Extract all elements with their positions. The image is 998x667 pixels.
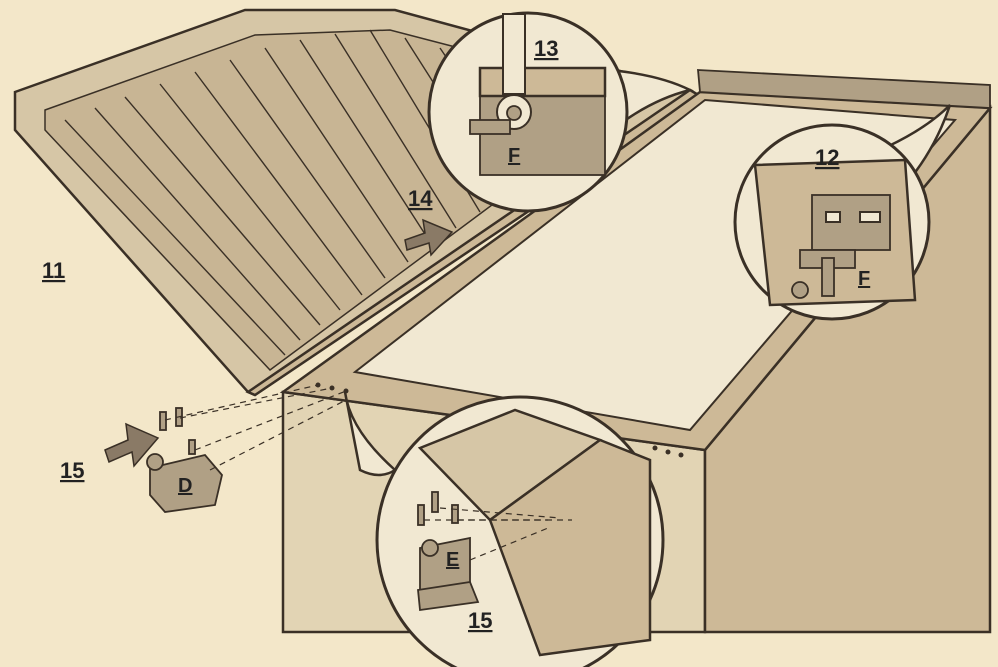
- hinge-e-dashed-guides: [424, 507, 572, 561]
- hinge-pin-shaft: [469, 119, 511, 135]
- hinge-d-dashed-guides: [164, 384, 347, 471]
- label-part-d: D: [178, 475, 192, 497]
- callout-15-cabinet-corner: [488, 438, 652, 657]
- label-step-15-bottom: 15: [468, 608, 492, 633]
- hinge-e-base: [417, 581, 480, 612]
- label-step-14: 14: [408, 186, 433, 211]
- label-part-e: E: [446, 549, 459, 571]
- hinge-pin-f-top: [506, 105, 522, 121]
- hinge-d-bracket: [149, 453, 223, 513]
- hinge-pin-f-right: [821, 257, 835, 297]
- hinge-screw-holes: [315, 382, 684, 458]
- hinge-e-pin: [421, 539, 439, 557]
- push-arrow-14: [404, 218, 454, 257]
- label-step-15-left: 15: [60, 458, 84, 483]
- zoom-callout-15: [343, 391, 665, 667]
- label-step-12: 12: [815, 145, 839, 170]
- wrench-handle: [502, 13, 526, 95]
- label-part-f-top: F: [508, 145, 520, 167]
- zoom-callout-13: [427, 11, 694, 213]
- callout-12-slot-2: [859, 211, 881, 223]
- label-part-f-right: F: [858, 268, 870, 290]
- label-step-13: 13: [534, 36, 558, 61]
- hinge-d: [146, 384, 347, 513]
- push-arrow-15: [104, 422, 160, 468]
- rear-hinge-strip: [697, 69, 991, 109]
- callout-13-hinge-top: [478, 66, 607, 98]
- zoom-callout-12: [733, 104, 952, 321]
- callout-12-slot-1: [825, 211, 841, 223]
- hinge-d-pin: [146, 453, 164, 471]
- label-step-11: 11: [42, 258, 65, 283]
- nut-f: [791, 281, 809, 299]
- callout-13-tail: [608, 68, 694, 133]
- hinge-e-screws: [417, 491, 459, 526]
